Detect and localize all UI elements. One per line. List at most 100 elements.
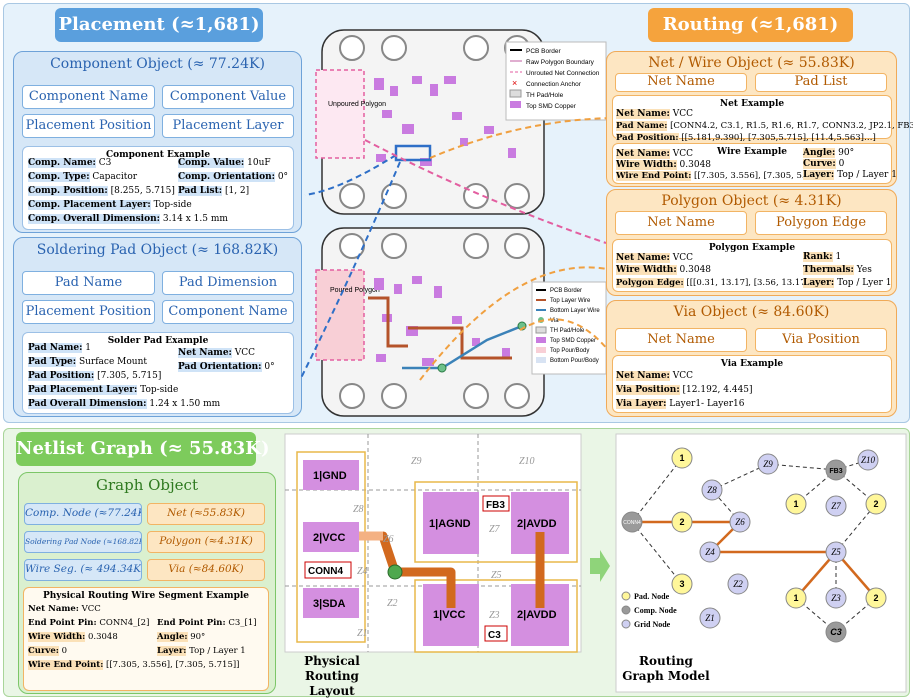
zone-label: Z9	[411, 456, 422, 467]
wire-layer-value: Top / Layer 1	[837, 170, 897, 180]
pad-label: 2|AVDD	[517, 609, 557, 621]
pad-dim-value: 1.24 x 1.50 mm	[149, 399, 221, 409]
pad-node	[865, 493, 887, 515]
via-node	[387, 564, 403, 580]
th-hole	[504, 233, 530, 259]
graph-edge	[631, 521, 683, 585]
th-hole	[504, 383, 530, 409]
pad-pos-label: Pad Position:	[28, 371, 95, 381]
th-hole	[463, 383, 489, 409]
th-hole	[339, 183, 365, 209]
via-example-title: Via Example	[720, 359, 784, 369]
field-pad-list: Pad List	[755, 73, 887, 92]
pad-type-value: Surface Mount	[78, 357, 147, 367]
pad-3-sda	[303, 588, 359, 618]
pcb-boards-illustration: Unpoured Polygon × PCB Border Raw Polygo…	[315, 29, 607, 417]
comp-name-label: Comp. Name:	[28, 158, 96, 168]
pad-net-value: VCC	[234, 348, 256, 358]
field-component-name: Component Name	[22, 85, 155, 109]
legend-swatch	[536, 347, 546, 353]
cell-via: Via (≈84.60K)	[147, 559, 265, 581]
seg-layer-label: Layer:	[157, 646, 187, 656]
polygon-width-label: Wire Width:	[616, 265, 677, 275]
wire-width-value: 0.3048	[679, 160, 712, 170]
net-name-label: Net Name:	[616, 109, 670, 119]
legend-label: Top Layer Wire	[550, 298, 591, 304]
polygon-layer-value: Top / Lyer 1	[837, 278, 892, 288]
comp-type-value: Capacitor	[92, 172, 138, 182]
wire-net-value: VCC	[672, 149, 694, 159]
polygon-object-box: Polygon Object (≈ 4.31K) Net Name Polygo…	[606, 189, 897, 296]
cell-comp-node: Comp. Node (≈77.24K)	[24, 503, 142, 525]
field-polygon-edge: Polygon Edge	[755, 211, 887, 235]
net-pads-value: [CONN4.2, C3.1, R1.5, R1.6, R1.7, CONN3.…	[670, 121, 913, 131]
pad-1-agnd	[423, 492, 479, 554]
seg-start-value: CONN4_[2]	[99, 618, 150, 628]
grid-node-label: Z6	[735, 517, 745, 527]
legend-label: PCB Border	[526, 48, 562, 55]
comp-dim-label: Comp. Overall Dimension:	[28, 214, 160, 224]
legend-swatch: ×	[512, 78, 517, 88]
comp-node-label: CONN4	[623, 520, 641, 526]
smd-pad	[382, 110, 392, 118]
grid-node	[727, 573, 749, 595]
grid-node-label: Z4	[705, 547, 715, 557]
pad-net-label: Net Name:	[178, 348, 232, 358]
seg-net-value: VCC	[81, 604, 101, 614]
wire-example-title: Wire Example	[717, 147, 787, 157]
field-pad-name: Pad Name	[22, 271, 155, 295]
comp-type-label: Comp. Type:	[28, 172, 90, 182]
seg-angle-value: 90°	[190, 632, 206, 642]
th-hole	[381, 383, 407, 409]
seg-end-value: [[7.305, 3.556], [7.305, 5.715]]	[106, 660, 240, 670]
via-layer-value: Layer1- Layer16	[669, 399, 745, 409]
pad-type-label: Pad Type:	[28, 357, 77, 367]
arrow-shape	[590, 550, 610, 582]
field-via-net-name: Net Name	[615, 328, 747, 352]
via-pos-label: Via Position:	[616, 385, 680, 395]
pad-object-title: Soldering Pad Object (≈ 168.82K)	[36, 242, 279, 258]
net-example-title: Net Example	[719, 99, 785, 109]
pad-node-label: 2	[873, 499, 878, 509]
legend-swatch	[535, 326, 547, 334]
field-pad-component-name: Component Name	[162, 300, 294, 324]
field-placement-layer: Placement Layer	[162, 114, 294, 138]
wire-connector	[419, 266, 613, 381]
polygon-edge-value: [[[0.31, 13.17], [3.56, 13.17]]…]	[686, 278, 825, 288]
smd-pad	[376, 354, 386, 362]
legend-label: Top SMD Copper	[526, 103, 577, 110]
th-hole	[463, 35, 489, 61]
pad-connector	[299, 161, 401, 381]
legend-label: Raw Polygon Boundary	[526, 59, 595, 66]
graph-edge	[835, 459, 869, 471]
th-hole	[339, 35, 365, 61]
polygon-thermal-label: Thermals:	[803, 265, 854, 275]
connector-lines	[299, 117, 613, 381]
grid-node-label: Z9	[763, 459, 773, 469]
legend-label: Bottom Layer Wire	[550, 308, 600, 314]
conn4-tag	[304, 561, 352, 579]
component-object-box: Component Object (≈ 77.24K) Component Na…	[13, 51, 302, 233]
wire-segment-example-title: Physical Routing Wire Segment Example	[42, 591, 250, 601]
polygon-net-value: VCC	[672, 253, 694, 263]
pad-label: 2|VCC	[313, 532, 345, 544]
poured-polygon-label: Poured Polygon	[330, 287, 380, 294]
wire-curve-value: 0	[838, 159, 845, 169]
legend-comp-node: Comp. Node	[634, 606, 677, 615]
graph-object-box: Graph Object Comp. Node (≈77.24K) Net (≈…	[18, 472, 276, 694]
field-polygon-net-name: Net Name	[615, 211, 747, 235]
seg-end-label: Wire End Point:	[28, 660, 104, 670]
legend-label: Via	[550, 318, 559, 324]
pad-node	[865, 587, 887, 609]
c3-highlight-box	[394, 144, 432, 162]
grid-node	[701, 479, 723, 501]
routing-graph-model: 1 2 3 1 2 1 2 CONN4 FB3 C3 Z9 Z10 Z8 Z7 …	[615, 433, 907, 693]
comp-orient-label: Comp. Orientation:	[178, 172, 275, 182]
legend-swatch	[510, 101, 521, 108]
legend-label: Connection Anchor	[526, 81, 582, 88]
graph-canvas	[615, 433, 907, 693]
grid-node	[825, 495, 847, 517]
pad-example-title: Solder Pad Example	[107, 336, 209, 346]
polygon-rank-value: 1	[835, 252, 842, 262]
grid-node-label: Z10	[861, 455, 876, 465]
